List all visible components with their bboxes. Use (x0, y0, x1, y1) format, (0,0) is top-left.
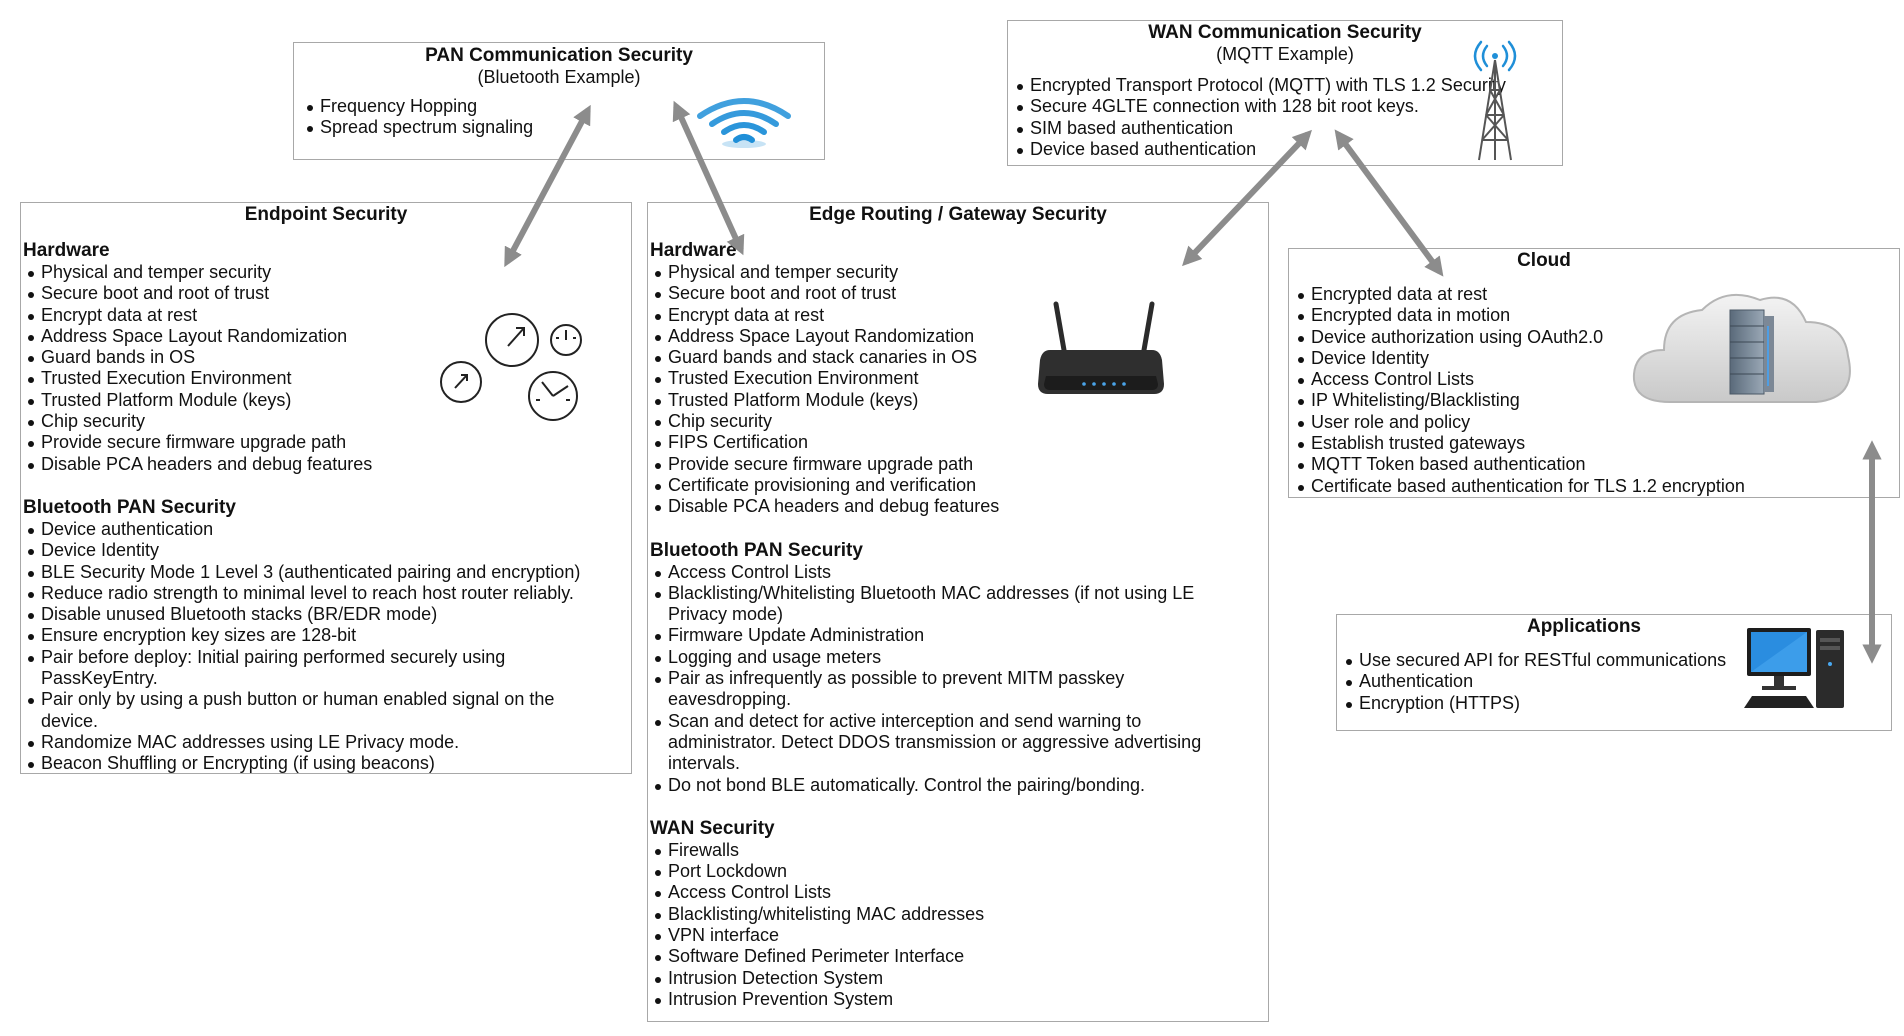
list-item: Randomize MAC addresses using LE Privacy… (23, 732, 613, 753)
list-item: Pair before deploy: Initial pairing perf… (23, 647, 541, 690)
list-item: Access Control Lists (650, 882, 1266, 903)
list-item: Pair only by using a push button or huma… (23, 689, 601, 732)
endpoint-security-box: Endpoint Security Hardware Physical and … (20, 202, 632, 774)
edge-gateway-box: Edge Routing / Gateway Security Hardware… (647, 202, 1269, 1022)
list-item: Access Control Lists (1293, 369, 1895, 390)
edge-hardware-list: Physical and temper security Secure boot… (650, 262, 1266, 518)
endpoint-bt-heading: Bluetooth PAN Security (23, 496, 236, 518)
pan-subtitle: (Bluetooth Example) (477, 67, 641, 87)
wifi-icon (697, 98, 791, 148)
list-item: Chip security (23, 411, 629, 432)
list-item: Address Space Layout Randomization (650, 326, 1266, 347)
cloud-box: Cloud Encrypted data at rest Encrypted d… (1288, 248, 1900, 498)
list-item: Do not bond BLE automatically. Control t… (650, 775, 1230, 796)
list-item: VPN interface (650, 925, 1266, 946)
list-item: Access Control Lists (650, 562, 1230, 583)
edge-wan-list: Firewalls Port Lockdown Access Control L… (650, 840, 1266, 1010)
list-item: Establish trusted gateways (1293, 433, 1895, 454)
list-item: Frequency Hopping (302, 96, 816, 117)
list-item: Ensure encryption key sizes are 128-bit (23, 625, 613, 646)
gauge-icons (440, 313, 582, 421)
list-item: BLE Security Mode 1 Level 3 (authenticat… (23, 562, 613, 583)
list-item: Certificate based authentication for TLS… (1293, 476, 1895, 497)
list-item: User role and policy (1293, 412, 1895, 433)
list-item: Secure boot and root of trust (23, 283, 629, 304)
list-item: IP Whitelisting/Blacklisting (1293, 390, 1895, 411)
list-item: Encrypted data at rest (1293, 284, 1895, 305)
list-item: Device authentication (23, 519, 613, 540)
list-item: Disable unused Bluetooth stacks (BR/EDR … (23, 604, 613, 625)
desktop-computer-icon (1744, 628, 1844, 708)
list-item: Trusted Platform Module (keys) (23, 390, 629, 411)
list-item: Use secured API for RESTful communicatio… (1341, 650, 1887, 671)
pan-title: PAN Communication Security (425, 45, 693, 66)
list-item: Reduce radio strength to minimal level t… (23, 583, 613, 604)
list-item: Beacon Shuffling or Encrypting (if using… (23, 753, 613, 774)
list-item: Physical and temper security (23, 262, 629, 283)
pan-list: Frequency Hopping Spread spectrum signal… (302, 96, 816, 139)
list-item: Chip security (650, 411, 1266, 432)
list-item: Scan and detect for active interception … (650, 711, 1230, 775)
list-item: Intrusion Detection System (650, 968, 1266, 989)
list-item: Guard bands in OS (23, 347, 629, 368)
list-item: Authentication (1341, 671, 1887, 692)
list-item: Software Defined Perimeter Interface (650, 946, 1266, 967)
endpoint-bt-list: Device authentication Device Identity BL… (23, 519, 613, 775)
edge-bt-heading: Bluetooth PAN Security (650, 539, 863, 561)
list-item: Certificate provisioning and verificatio… (650, 475, 1266, 496)
list-item: Device Identity (1293, 348, 1895, 369)
endpoint-hardware-list: Physical and temper security Secure boot… (23, 262, 629, 475)
cloud-list: Encrypted data at rest Encrypted data in… (1293, 284, 1895, 497)
list-item: Logging and usage meters (650, 647, 1230, 668)
list-item: Encryption (HTTPS) (1341, 693, 1887, 714)
edge-bt-list: Access Control Lists Blacklisting/Whitel… (650, 562, 1230, 796)
list-item: FIPS Certification (650, 432, 1266, 453)
list-item: Encrypted data in motion (1293, 305, 1895, 326)
list-item: Disable PCA headers and debug features (23, 454, 629, 475)
list-item: MQTT Token based authentication (1293, 454, 1895, 475)
list-item: Guard bands and stack canaries in OS (650, 347, 1266, 368)
list-item: Secure boot and root of trust (650, 283, 1266, 304)
edge-hardware-heading: Hardware (650, 240, 737, 261)
list-item: Firewalls (650, 840, 1266, 861)
list-item: Trusted Platform Module (keys) (650, 390, 1266, 411)
wan-comm-subtitle: (MQTT Example) (1216, 44, 1354, 64)
list-item: Trusted Execution Environment (650, 368, 1266, 389)
list-item: Disable PCA headers and debug features (650, 496, 1266, 517)
list-item: Provide secure firmware upgrade path (23, 432, 629, 453)
list-item: Encrypted Transport Protocol (MQTT) with… (1012, 75, 1558, 96)
list-item: Physical and temper security (650, 262, 1266, 283)
list-item: Encrypt data at rest (23, 305, 629, 326)
list-item: Encrypt data at rest (650, 305, 1266, 326)
list-item: Spread spectrum signaling (302, 117, 816, 138)
endpoint-hardware-heading: Hardware (23, 240, 110, 261)
wan-comm-title: WAN Communication Security (1148, 22, 1422, 43)
list-item: Address Space Layout Randomization (23, 326, 629, 347)
cell-tower-icon (1473, 40, 1517, 161)
list-item: Pair as infrequently as possible to prev… (650, 668, 1188, 711)
edge-title: Edge Routing / Gateway Security (809, 204, 1107, 225)
list-item: Firmware Update Administration (650, 625, 1230, 646)
cloud-title: Cloud (1517, 250, 1571, 271)
list-item: Trusted Execution Environment (23, 368, 629, 389)
applications-list: Use secured API for RESTful communicatio… (1341, 650, 1887, 714)
list-item: Blacklisting/whitelisting MAC addresses (650, 904, 1266, 925)
list-item: Provide secure firmware upgrade path (650, 454, 1266, 475)
cloud-server-icon (1632, 293, 1851, 403)
list-item: Device authorization using OAuth2.0 (1293, 327, 1895, 348)
edge-wan-heading: WAN Security (650, 817, 775, 839)
list-item: Blacklisting/Whitelisting Bluetooth MAC … (650, 583, 1230, 626)
list-item: Device Identity (23, 540, 613, 561)
applications-title: Applications (1526, 616, 1641, 637)
list-item: Intrusion Prevention System (650, 989, 1266, 1010)
list-item: Secure 4GLTE connection with 128 bit roo… (1012, 96, 1558, 117)
endpoint-title: Endpoint Security (244, 204, 408, 225)
router-icon (1038, 301, 1164, 394)
list-item: Port Lockdown (650, 861, 1266, 882)
